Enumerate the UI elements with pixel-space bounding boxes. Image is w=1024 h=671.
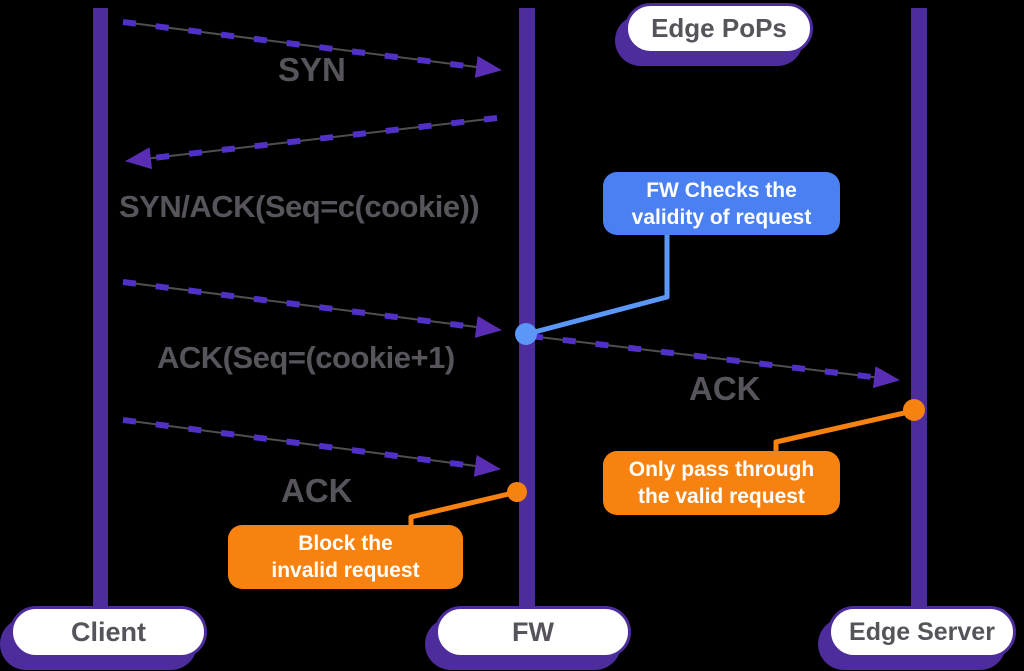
- callout-fw-check-line2: validity of request: [631, 205, 812, 229]
- attachment-dot-pass-through: [903, 399, 925, 421]
- callout-connector-block: [408, 489, 520, 528]
- attachment-dot-fw-check: [515, 323, 537, 345]
- node-pill-client: Client: [10, 606, 207, 658]
- attachment-dot-block: [507, 482, 527, 502]
- lifeline-edge-server: [911, 8, 927, 614]
- callout-connector-fw-check: [524, 231, 670, 337]
- callout-block: Block the invalid request: [228, 525, 463, 589]
- callout-block-line1: Block the: [298, 532, 393, 555]
- message-arrow-ack-pass: [529, 333, 900, 389]
- lifeline-client: [93, 8, 108, 614]
- callout-block-line2: invalid request: [271, 559, 420, 582]
- message-label-ack-cookie: ACK(Seq=(cookie+1): [157, 340, 455, 375]
- node-label-fw: FW: [512, 616, 554, 647]
- message-arrow-syn: [122, 19, 502, 78]
- message-label-syn: SYN: [278, 51, 346, 88]
- node-label-edge-server: Edge Server: [849, 617, 995, 646]
- node-pill-edge-pops: Edge PoPs: [625, 3, 813, 54]
- node-pill-edge-server: Edge Server: [828, 606, 1016, 658]
- callout-connector-pass-through: [773, 408, 916, 453]
- message-label-ack-pass: ACK: [689, 370, 761, 407]
- message-arrow-ack-cookie: [122, 279, 502, 338]
- message-label-ack-blocked: ACK: [281, 472, 353, 509]
- callout-fw-check: FW Checks the validity of request: [603, 172, 840, 235]
- node-label-edge-pops: Edge PoPs: [651, 13, 787, 43]
- message-arrow-ack-blocked: [122, 417, 501, 477]
- callout-pass-through-line2: the valid request: [638, 485, 805, 508]
- lifeline-fw: [519, 8, 535, 614]
- callout-pass-through: Only pass through the valid request: [603, 451, 840, 515]
- message-label-synack: SYN/ACK(Seq=c(cookie)): [119, 189, 480, 224]
- callout-pass-through-line1: Only pass through: [628, 458, 815, 481]
- message-arrow-synack: [125, 115, 498, 170]
- node-pill-fw: FW: [435, 606, 631, 658]
- node-label-client: Client: [70, 616, 146, 647]
- callout-fw-check-line1: FW Checks the: [646, 178, 797, 202]
